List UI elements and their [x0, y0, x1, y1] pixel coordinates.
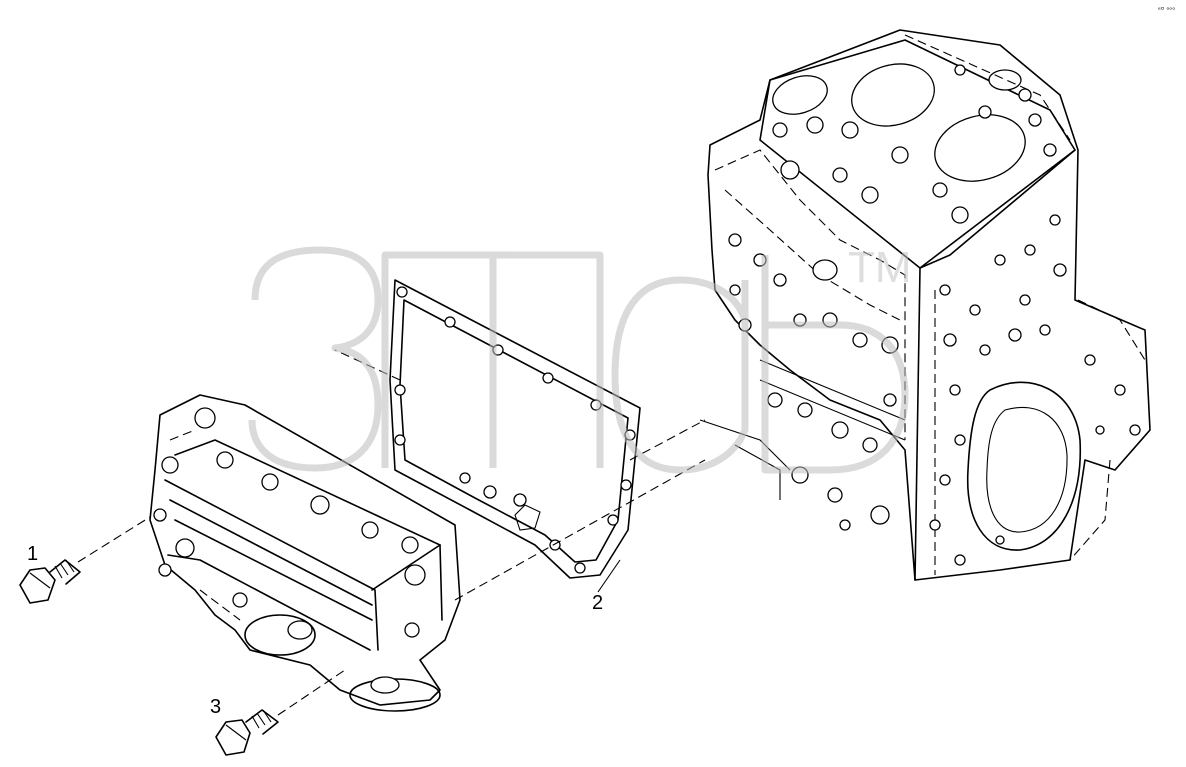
- callout-3: 3: [210, 696, 221, 718]
- callout-2-leader: [597, 559, 621, 593]
- front-face-holes: [929, 214, 1141, 566]
- engine-block: [699, 29, 1151, 581]
- watermark-logo: TM: [248, 243, 912, 474]
- callout-2: 2: [592, 592, 603, 614]
- bolt-1: [19, 559, 81, 604]
- corner-code: ᵉᴰ ᵒᵒᵒ: [1158, 6, 1175, 14]
- callout-1: 1: [27, 543, 38, 565]
- cooler-bosses: [153, 407, 426, 638]
- deck-holes: [772, 64, 1057, 224]
- watermark-trademark: TM: [848, 243, 912, 292]
- oil-cooler-housing: [149, 394, 461, 712]
- bolt-3: [215, 709, 279, 756]
